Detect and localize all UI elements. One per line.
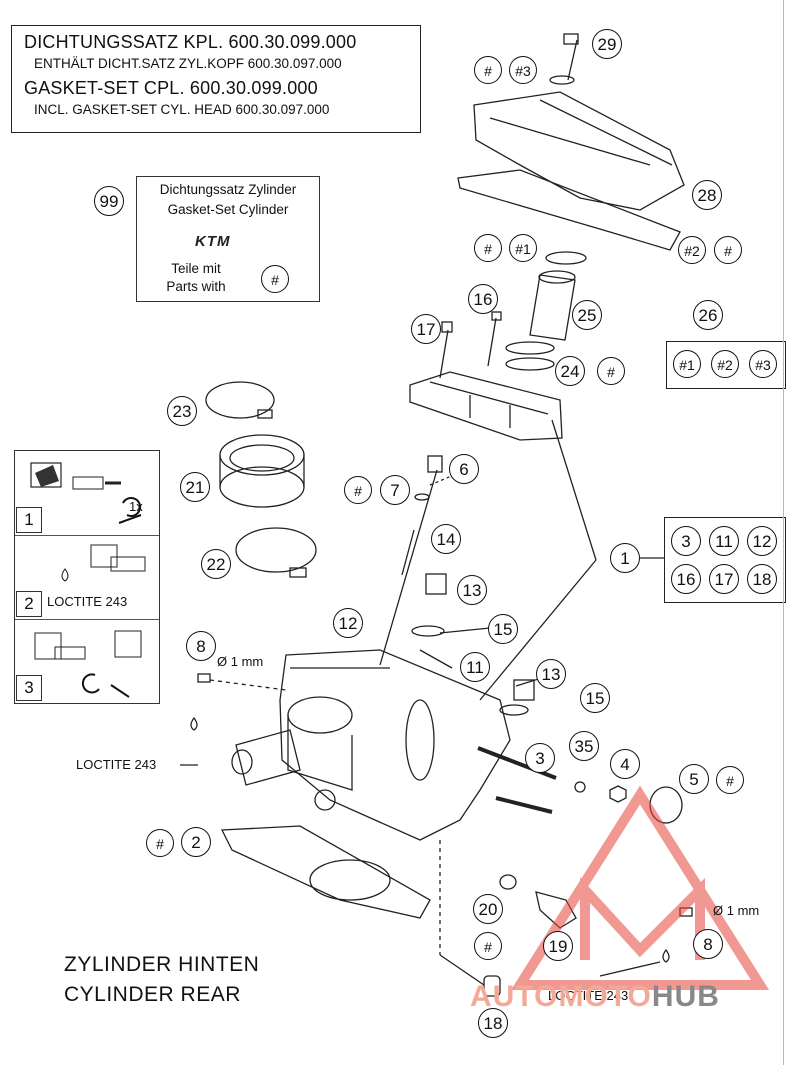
callout-24[interactable]: 24 <box>555 356 585 386</box>
callout-hash-5[interactable]: # <box>716 766 744 794</box>
callout-12[interactable]: 12 <box>333 608 363 638</box>
group-1-box: 3 11 12 16 17 18 <box>664 517 786 603</box>
callout-4[interactable]: 4 <box>610 749 640 779</box>
callout-hash1-seal[interactable]: #1 <box>509 234 537 262</box>
callout-15[interactable]: 15 <box>488 614 518 644</box>
callout-13b[interactable]: 13 <box>536 659 566 689</box>
callout-hash2-26[interactable]: #2 <box>711 350 739 378</box>
callout-hash-20[interactable]: # <box>474 932 502 960</box>
group-26-box: #1 #2 #3 <box>666 341 786 389</box>
callout-13[interactable]: 13 <box>457 575 487 605</box>
callout-25[interactable]: 25 <box>572 300 602 330</box>
diameter-label-left: Ø 1 mm <box>217 654 264 669</box>
step-row-1: 1 1x <box>15 451 159 536</box>
title-line-1: DICHTUNGSSATZ KPL. 600.30.099.000 <box>24 32 357 52</box>
callout-group1-17[interactable]: 17 <box>709 564 739 594</box>
callout-17[interactable]: 17 <box>411 314 441 344</box>
callout-22[interactable]: 22 <box>201 549 231 579</box>
kit-line-2: Gasket-Set Cylinder <box>167 202 289 217</box>
callout-5[interactable]: 5 <box>679 764 709 794</box>
callout-19[interactable]: 19 <box>543 931 573 961</box>
bolt-step-3-icon <box>34 630 142 698</box>
callout-15b[interactable]: 15 <box>580 683 610 713</box>
page-edge-line <box>783 0 784 1065</box>
step-1-torque-label: 1x <box>129 499 143 514</box>
callout-28[interactable]: 28 <box>692 180 722 210</box>
gasket-set-title-box: DICHTUNGSSATZ KPL. 600.30.099.000 ENTHÄL… <box>11 25 421 133</box>
watermark-part-2: HUB <box>651 980 720 1013</box>
callout-2[interactable]: 2 <box>181 827 211 857</box>
callout-hash-7[interactable]: # <box>344 476 372 504</box>
callout-hash-seal[interactable]: # <box>474 234 502 262</box>
callout-hash3-29[interactable]: #3 <box>509 56 537 84</box>
callout-hash-2[interactable]: # <box>146 829 174 857</box>
callout-18[interactable]: 18 <box>478 1008 508 1038</box>
callout-14[interactable]: 14 <box>431 524 461 554</box>
callout-21[interactable]: 21 <box>180 472 210 502</box>
watermark-logo-shape <box>510 785 770 990</box>
callout-99[interactable]: 99 <box>94 186 124 216</box>
step-number: 1 <box>16 507 42 533</box>
title-line-2: ENTHÄLT DICHT.SATZ ZYL.KOPF 600.30.097.0… <box>34 56 342 71</box>
callout-23[interactable]: 23 <box>167 396 197 426</box>
diameter-label-right: Ø 1 mm <box>713 903 760 918</box>
callout-1[interactable]: 1 <box>610 543 640 573</box>
callout-hash2-28[interactable]: #2 <box>678 236 706 264</box>
callout-3[interactable]: 3 <box>525 743 555 773</box>
loctite-label-left: LOCTITE 243 <box>76 757 157 772</box>
step-number: 2 <box>16 591 42 617</box>
step-row-3: 3 <box>15 619 159 703</box>
callout-group1-3[interactable]: 3 <box>671 526 701 556</box>
loctite-step-2-icon <box>61 544 146 582</box>
title-line-4: INCL. GASKET-SET CYL. HEAD 600.30.097.00… <box>34 102 330 117</box>
callout-26[interactable]: 26 <box>693 300 723 330</box>
callout-16[interactable]: 16 <box>468 284 498 314</box>
callout-6[interactable]: 6 <box>449 454 479 484</box>
callout-35[interactable]: 35 <box>569 731 599 761</box>
kit-line-3: Teile mit <box>171 261 221 276</box>
watermark-part-1: AUTOMOTO <box>470 980 652 1013</box>
callout-hash-28[interactable]: # <box>714 236 742 264</box>
callout-7[interactable]: 7 <box>380 475 410 505</box>
loctite-label-right: LOCTITE 243 <box>548 988 629 1003</box>
step-2-loctite-label: LOCTITE 243 <box>47 594 128 609</box>
step-row-2: 2 LOCTITE 243 <box>15 535 159 620</box>
diagram-footer-title: ZYLINDER HINTEN CYLINDER REAR <box>64 950 259 1010</box>
callout-20[interactable]: 20 <box>473 894 503 924</box>
callout-group1-16[interactable]: 16 <box>671 564 701 594</box>
step-number: 3 <box>16 675 42 701</box>
callout-hash1-26[interactable]: #1 <box>673 350 701 378</box>
kit-line-1: Dichtungssatz Zylinder <box>159 182 297 197</box>
callout-hash3-26[interactable]: #3 <box>749 350 777 378</box>
automotohub-watermark: AUTOMOTOHUB <box>470 980 720 1014</box>
kit-line-4: Parts with <box>166 279 226 294</box>
callout-group1-18[interactable]: 18 <box>747 564 777 594</box>
callout-group1-12[interactable]: 12 <box>747 526 777 556</box>
callout-group1-11[interactable]: 11 <box>709 526 739 556</box>
callout-29[interactable]: 29 <box>592 29 622 59</box>
callout-8-left[interactable]: 8 <box>186 631 216 661</box>
installation-steps-panel: 1 1x 2 LOCTITE 243 3 <box>14 450 160 704</box>
kit-hash-marker: # <box>261 265 289 293</box>
gasket-kit-box: Dichtungssatz Zylinder Gasket-Set Cylind… <box>136 176 320 302</box>
bolt-step-1-icon <box>30 462 142 524</box>
title-line-3: GASKET-SET CPL. 600.30.099.000 <box>24 78 318 98</box>
callout-11[interactable]: 11 <box>460 652 490 682</box>
footer-line-german: ZYLINDER HINTEN <box>64 953 260 976</box>
callout-8-right[interactable]: 8 <box>693 929 723 959</box>
callout-hash-29[interactable]: # <box>474 56 502 84</box>
footer-line-english: CYLINDER REAR <box>64 983 241 1006</box>
callout-hash-24[interactable]: # <box>597 357 625 385</box>
ktm-logo: KTM <box>195 233 231 250</box>
